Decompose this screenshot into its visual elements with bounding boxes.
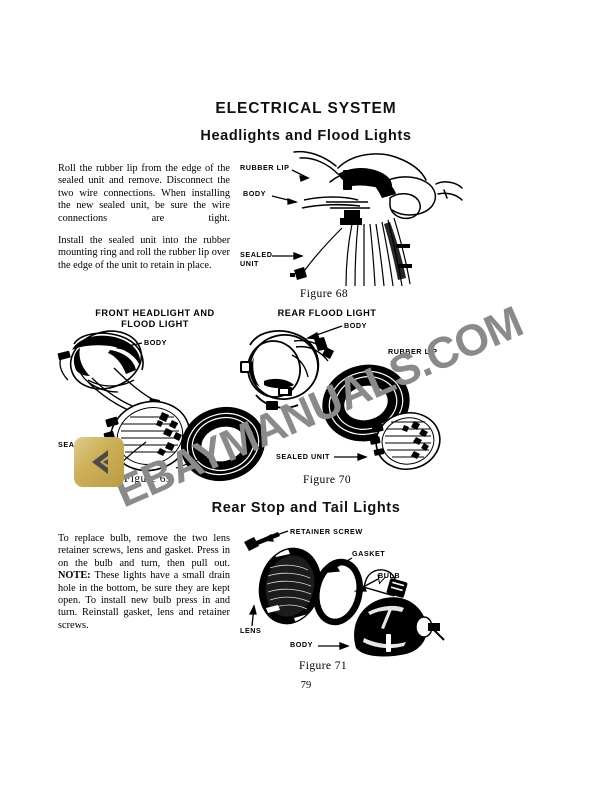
- figure-69-title-line2: FLOOD LIGHT: [121, 319, 189, 329]
- figure-70-caption: Figure 70: [303, 474, 351, 486]
- page-title: ELECTRICAL SYSTEM: [215, 100, 397, 117]
- figure-71-body-leader: [318, 638, 362, 654]
- note-label: NOTE:: [58, 570, 91, 582]
- figure-70-illustration: [236, 325, 446, 475]
- figure-69-caption: Figure 69: [124, 473, 172, 485]
- figure-69-body-leader: [108, 336, 154, 356]
- figure-70-title: REAR FLOOD LIGHT: [277, 308, 377, 318]
- fig70-callout-rubber-lip: RUBBER LIP: [388, 347, 438, 356]
- fig69-callout-rubber-lip: RUBBER LIP: [76, 460, 126, 469]
- figure-71-bulb-leader: [348, 576, 384, 596]
- section-heading-headlights: Headlights and Flood Lights: [200, 128, 412, 144]
- fig68-callout-sealed-unit-line1: SEALED: [240, 250, 273, 259]
- fig68-callout-body: BODY: [243, 189, 266, 198]
- figure-71-gasket-leader: [320, 554, 358, 576]
- para-before-note: To replace bulb, remove the two lens ret…: [58, 533, 230, 569]
- fig70-callout-sealed-unit: SEALED UNIT: [276, 452, 330, 461]
- section-heading-rear-stop: Rear Stop and Tail Lights: [211, 500, 401, 516]
- fig71-callout-retainer-screw: RETAINER SCREW: [290, 527, 363, 536]
- figure-68-leader-lines: [236, 158, 356, 278]
- fig71-callout-gasket: GASKET: [352, 549, 386, 558]
- fig71-callout-bulb: BULB: [378, 571, 401, 580]
- figure-69-illustration: [57, 328, 266, 481]
- figure-70-body-leader: [296, 320, 348, 346]
- figure-68-illustration: [286, 148, 486, 288]
- page-number: 79: [300, 680, 312, 691]
- paragraph: To replace bulb, remove the two lens ret…: [58, 533, 230, 632]
- fig70-callout-body: BODY: [344, 321, 367, 330]
- fig68-callout-sealed-unit-line2: UNIT: [240, 259, 259, 268]
- figure-70-sealed-unit-leader: [334, 450, 380, 466]
- fig68-callout-rubber-lip: RUBBER LIP: [240, 163, 290, 172]
- figure-71-lens-leader: [244, 600, 266, 628]
- fig71-callout-body: BODY: [290, 640, 313, 649]
- fig69-callout-sealed-unit: SEALED UNIT: [58, 440, 112, 449]
- paragraph: Install the sealed unit into the rubber …: [58, 235, 230, 271]
- body-text-headlights: Roll the rubber lip from the edge of the…: [58, 163, 230, 272]
- figure-71-illustration: [238, 530, 445, 660]
- body-text-rear-stop: To replace bulb, remove the two lens ret…: [58, 533, 230, 632]
- figure-68-caption: Figure 68: [300, 288, 348, 300]
- figure-71-caption: Figure 71: [299, 660, 347, 672]
- para-after-note: These lights have a small drain hole in …: [58, 570, 230, 631]
- paragraph: Roll the rubber lip from the edge of the…: [58, 163, 230, 224]
- figure-69-title-line1: FRONT HEADLIGHT AND: [95, 308, 215, 318]
- fig69-callout-body: BODY: [144, 338, 167, 347]
- fig71-callout-lens: LENS: [240, 626, 262, 635]
- figure-71-retainer-leader: [252, 526, 296, 546]
